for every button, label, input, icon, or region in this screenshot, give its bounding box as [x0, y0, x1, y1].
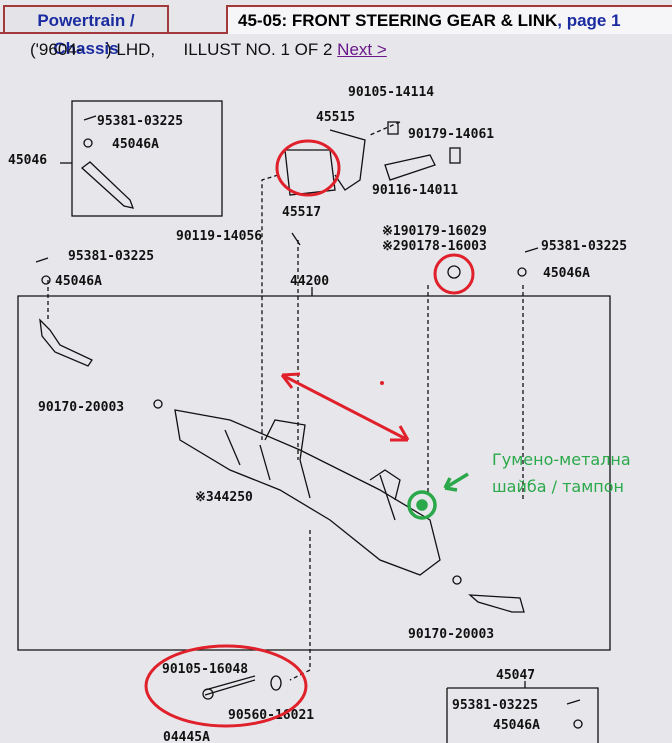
- next-link[interactable]: Next >: [337, 40, 387, 59]
- highlight-circle-45517: [275, 139, 341, 197]
- tie-rod-end-box-right: [446, 687, 599, 743]
- title-text: 45-05: FRONT STEERING GEAR & LINK: [238, 11, 558, 30]
- tab-powertrain-chassis[interactable]: Powertrain / Chassis: [3, 5, 169, 58]
- part-label[interactable]: 90105-16048: [162, 662, 248, 677]
- annotation-line-2: шайба / тампон: [492, 477, 624, 496]
- part-label[interactable]: 95381-03225: [541, 239, 627, 254]
- part-label[interactable]: 45046: [8, 153, 47, 168]
- part-label[interactable]: 45046A: [543, 266, 590, 281]
- part-label[interactable]: 95381-03225: [68, 249, 154, 264]
- part-label[interactable]: 44200: [290, 274, 329, 289]
- green-arrow-icon: [443, 472, 469, 492]
- illustration-info: ('9604- ) LHD, ILLUST NO. 1 OF 2 Next >: [30, 40, 387, 60]
- part-label[interactable]: 90170-20003: [38, 400, 124, 415]
- steering-gear-box: [17, 295, 611, 651]
- model-range: ('9604- ) LHD,: [30, 40, 156, 59]
- part-label[interactable]: 90179-14061: [408, 127, 494, 142]
- page-number: , page 1: [557, 11, 621, 30]
- part-label[interactable]: 90560-16021: [228, 708, 314, 723]
- part-label[interactable]: 45515: [316, 110, 355, 125]
- part-label[interactable]: 45517: [282, 205, 321, 220]
- tie-rod-end-box: [71, 100, 223, 217]
- part-label[interactable]: 90119-14056: [176, 229, 262, 244]
- part-label[interactable]: 90105-14114: [348, 85, 434, 100]
- part-label[interactable]: 90170-20003: [408, 627, 494, 642]
- page-title: 45-05: FRONT STEERING GEAR & LINK, page …: [226, 5, 672, 34]
- highlight-ellipse-bolt: [144, 644, 308, 728]
- part-label[interactable]: 95381-03225: [452, 698, 538, 713]
- part-label[interactable]: 45047: [496, 668, 535, 683]
- highlight-circle-bushing: [433, 253, 475, 295]
- red-dot: [380, 381, 384, 385]
- part-label[interactable]: 95381-03225: [97, 114, 183, 129]
- illust-number: ILLUST NO. 1 OF 2: [183, 40, 333, 59]
- part-label[interactable]: ※190179-16029: [382, 224, 487, 239]
- part-label[interactable]: 90116-14011: [372, 183, 458, 198]
- red-arrowheads: [280, 372, 410, 442]
- part-label[interactable]: ※290178-16003: [382, 239, 487, 254]
- part-label[interactable]: 45046A: [112, 137, 159, 152]
- part-label[interactable]: ※344250: [195, 490, 253, 505]
- part-label[interactable]: 45046A: [493, 718, 540, 733]
- green-target-circle: [407, 490, 437, 520]
- part-label[interactable]: 45046A: [55, 274, 102, 289]
- tab-underline: [0, 32, 228, 34]
- red-arrow-line: [281, 373, 409, 442]
- part-label[interactable]: 04445A: [163, 730, 210, 743]
- annotation-line-1: Гумено-метална: [492, 450, 631, 469]
